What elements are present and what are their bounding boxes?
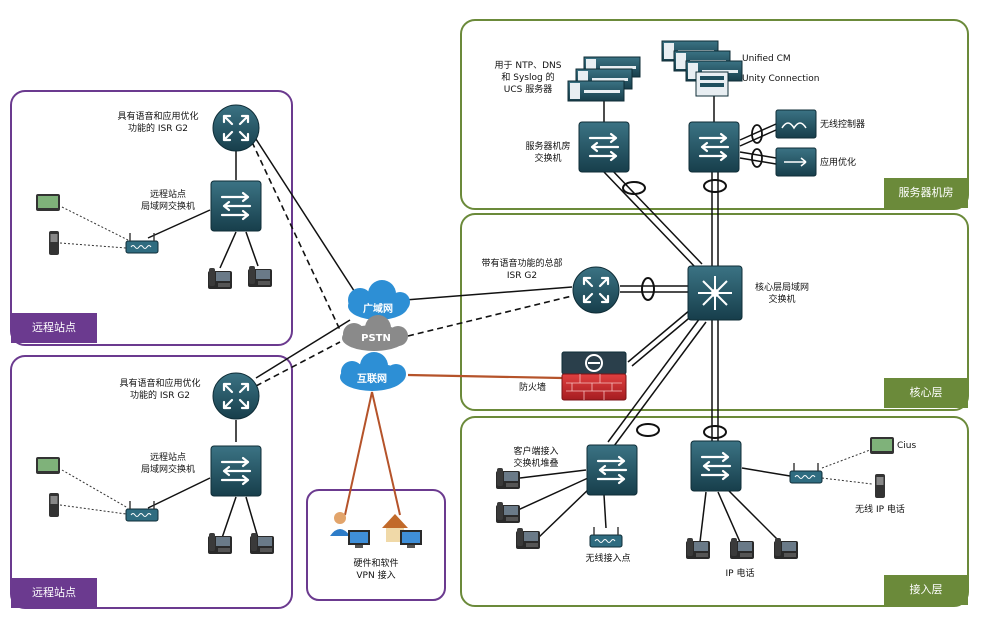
vpn-home-icon <box>382 514 422 548</box>
hq-router-icon <box>571 265 621 315</box>
access-stack-icon <box>585 443 639 497</box>
ucm-server-icon <box>661 40 743 97</box>
waas-label: 应用优化 <box>820 158 857 168</box>
firewall-icon <box>561 351 627 401</box>
zone-tag-datacenter: 服务器机房 <box>884 178 968 208</box>
firewall-label: 防火墙 <box>519 383 547 393</box>
remote2-router-label: 具有语音和应用优化功能的 ISR G2 <box>119 379 201 401</box>
access-phone-icon <box>496 468 520 489</box>
zone-vpn <box>306 489 446 601</box>
wap-label: 无线接入点 <box>585 554 631 564</box>
remote1-phone-icon <box>248 266 272 287</box>
dc-switch-icon <box>577 120 631 174</box>
core-switch-icon <box>687 265 743 321</box>
wireless-phone-icon <box>875 474 885 498</box>
core-switch-label: 核心层局域网交换机 <box>754 283 810 305</box>
remote2-switch-label: 远程站点局域网交换机 <box>140 453 196 475</box>
access-phone-icon <box>496 502 520 523</box>
wireless-phone-label: 无线 IP 电话 <box>855 505 905 515</box>
dc-switch-label: 服务器机房交换机 <box>525 142 571 164</box>
unity-label: Unity Connection <box>742 74 820 84</box>
pstn-cloud-label: PSTN <box>361 333 391 344</box>
access-switch-icon <box>689 439 743 493</box>
remote1-router-label: 具有语音和应用优化功能的 ISR G2 <box>117 112 199 134</box>
cius-label: Cius <box>897 441 917 451</box>
zone-tag-access: 接入层 <box>884 575 968 605</box>
remote1-mobile-icon <box>49 231 59 255</box>
remote1-router-icon <box>211 103 261 153</box>
zone-tag-remote-1: 远程站点 <box>11 313 97 343</box>
remote1-switch-icon <box>209 179 263 233</box>
remote2-phone-icon <box>250 533 274 554</box>
internet-cloud-label: 互联网 <box>357 374 387 385</box>
vpn-user-icon <box>330 512 370 548</box>
remote2-tablet-icon <box>36 457 60 474</box>
remote1-tablet-icon <box>36 194 60 211</box>
access-ipphone-icon <box>730 538 754 559</box>
zone-tag-remote-2: 远程站点 <box>11 578 97 608</box>
wan-cloud-label: 广域网 <box>363 304 393 315</box>
ucm-label: Unified CM <box>742 54 791 64</box>
dc-switch2-icon <box>687 120 741 174</box>
ipphone-label: IP 电话 <box>725 569 755 579</box>
access-ipphone-icon <box>686 538 710 559</box>
wlc-label: 无线控制器 <box>820 120 866 130</box>
pstn-cloud-icon <box>342 315 408 351</box>
remote2-switch-icon <box>209 444 263 498</box>
wan-cloud-icon <box>348 280 410 320</box>
access-phone-icon <box>516 528 540 549</box>
cius-tablet-icon <box>870 437 894 454</box>
remote1-phone-icon <box>208 268 232 289</box>
access-stack-label: 客户端接入交换机堆叠 <box>513 447 559 469</box>
remote1-switch-label: 远程站点局域网交换机 <box>140 190 196 212</box>
remote2-router-icon <box>211 371 261 421</box>
remote2-phone-icon <box>208 533 232 554</box>
wlc-icon <box>775 109 817 139</box>
access-ipphone-icon <box>774 538 798 559</box>
zone-tag-core: 核心层 <box>884 378 968 408</box>
remote2-mobile-icon <box>49 493 59 517</box>
internet-cloud-icon <box>340 352 406 391</box>
waas-icon <box>775 147 817 177</box>
